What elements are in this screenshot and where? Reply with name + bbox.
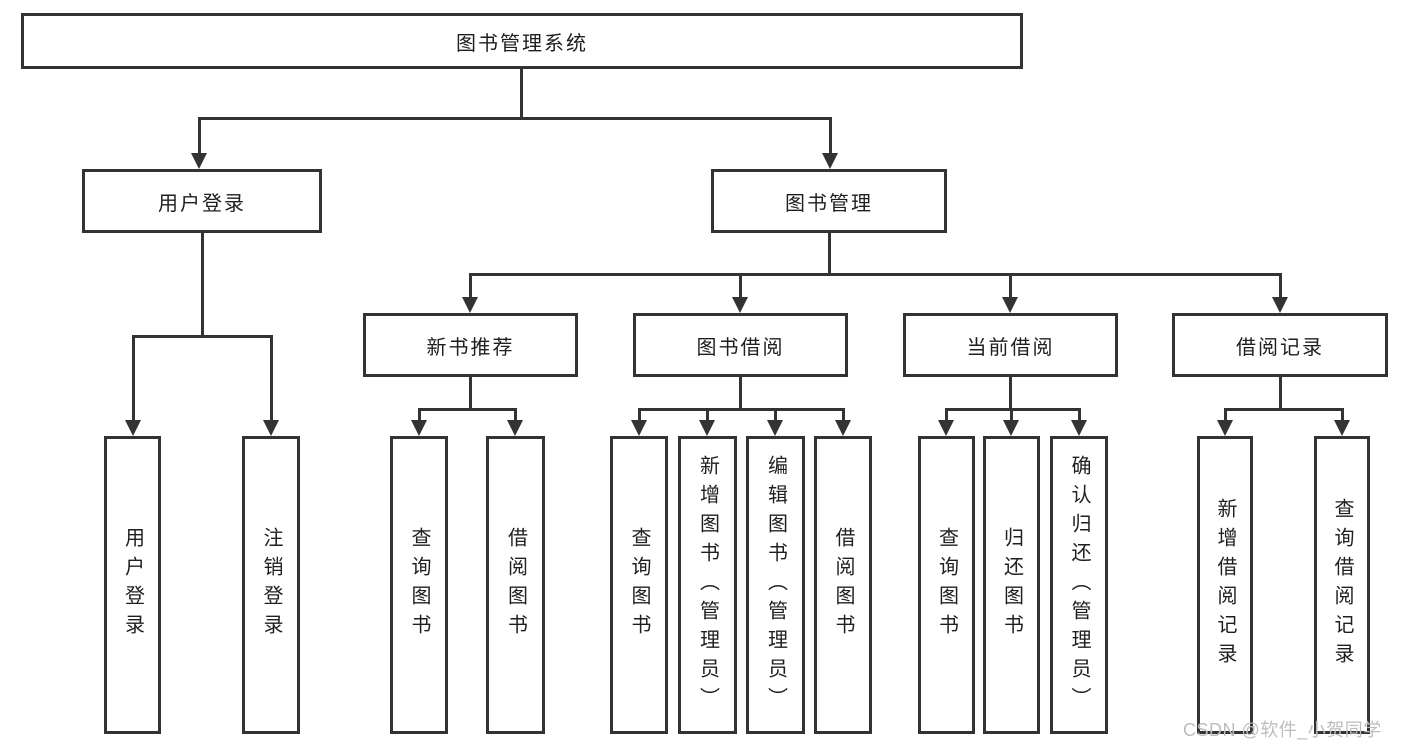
node-new-book-rec-label: 新书推荐	[426, 336, 515, 359]
arrowhead-new-book	[462, 297, 478, 313]
node-user-login-label: 用户登录	[158, 192, 246, 215]
leaf-bb-query-book-label: 查询图书	[628, 527, 650, 643]
arrowhead-bb-leaf4	[835, 420, 851, 436]
leaf-cb-return-book-label: 归还图书	[1000, 527, 1023, 643]
connector-bb-stem	[738, 377, 742, 410]
node-current-borrow-label: 当前借阅	[966, 336, 1055, 359]
connector-nb-stem	[468, 377, 472, 410]
leaf-bb-edit-book: 编辑图书（管理员）	[746, 436, 805, 734]
arrowhead-current-borrow	[1002, 297, 1018, 313]
leaf-cb-query-book-label: 查询图书	[935, 527, 958, 643]
leaf-br-query-record: 查询借阅记录	[1314, 436, 1370, 734]
leaf-cb-return-book: 归还图书	[983, 436, 1040, 734]
connector-bb-rail	[637, 408, 845, 411]
connector-level3-rail	[468, 273, 1282, 276]
connector-bb-leaf3-drop	[773, 408, 777, 422]
connector-user-login-stem	[200, 233, 204, 337]
leaf-nb-query-book-label: 查询图书	[408, 527, 430, 643]
connector-nb-leaf1-drop	[417, 408, 421, 422]
leaf-bb-add-book-label: 新增图书（管理员）	[696, 454, 719, 716]
node-current-borrow: 当前借阅	[903, 313, 1118, 377]
leaf-nb-query-book: 查询图书	[390, 436, 448, 734]
arrowhead-nb-leaf1	[411, 420, 427, 436]
leaf-user-login-label: 用户登录	[121, 527, 144, 643]
node-new-book-rec: 新书推荐	[363, 313, 578, 377]
connector-cb-leaf2-drop	[1009, 408, 1013, 422]
leaf-nb-borrow-book-label: 借阅图书	[504, 527, 527, 643]
connector-nb-leaf2-drop	[513, 408, 517, 422]
leaf-bb-borrow-book: 借阅图书	[814, 436, 872, 734]
csdn-watermark: CSDN @软件_小贺同学	[1183, 720, 1382, 740]
leaf-cb-confirm-return-label: 确认归还（管理员）	[1068, 454, 1090, 716]
arrowhead-cb-leaf3	[1071, 420, 1087, 436]
leaf-bb-query-book: 查询图书	[610, 436, 668, 734]
leaf-bb-borrow-book-label: 借阅图书	[832, 527, 854, 643]
connector-nb-rail	[417, 408, 517, 411]
node-root-label: 图书管理系统	[456, 32, 588, 55]
node-book-borrow: 图书借阅	[633, 313, 848, 377]
arrowhead-br-leaf1	[1217, 420, 1233, 436]
connector-cb-stem	[1008, 377, 1012, 410]
arrowhead-cb-leaf1	[938, 420, 954, 436]
leaf-user-login: 用户登录	[104, 436, 161, 734]
leaf-br-add-record: 新增借阅记录	[1197, 436, 1253, 734]
arrowhead-nb-leaf2	[507, 420, 523, 436]
connector-book-mgmt-stem	[827, 233, 831, 275]
node-book-borrow-label: 图书借阅	[696, 336, 785, 359]
arrowhead-bb-leaf2	[699, 420, 715, 436]
arrowhead-bb-leaf3	[767, 420, 783, 436]
connector-bb-leaf2-drop	[705, 408, 709, 422]
leaf-logout: 注销登录	[242, 436, 300, 734]
connector-user-login-rail	[131, 335, 273, 338]
connector-cb-leaf1-drop	[944, 408, 948, 422]
arrowhead-ul-leaf1	[125, 420, 141, 436]
leaf-cb-confirm-return: 确认归还（管理员）	[1050, 436, 1108, 734]
connector-root-stem	[520, 69, 523, 119]
arrowhead-br-leaf2	[1334, 420, 1350, 436]
connector-user-login-drop	[197, 117, 201, 155]
arrowhead-cb-leaf2	[1003, 420, 1019, 436]
leaf-logout-label: 注销登录	[260, 527, 282, 643]
arrowhead-book-mgmt	[822, 153, 838, 169]
connector-bb-leaf1-drop	[637, 408, 641, 422]
leaf-bb-add-book: 新增图书（管理员）	[678, 436, 737, 734]
connector-br-leaf1-drop	[1223, 408, 1227, 422]
arrowhead-user-login	[191, 153, 207, 169]
leaf-bb-edit-book-label: 编辑图书（管理员）	[764, 454, 787, 716]
connector-cb-rail	[944, 408, 1081, 411]
node-borrow-record-label: 借阅记录	[1236, 336, 1324, 359]
arrowhead-bb-leaf1	[631, 420, 647, 436]
node-book-mgmt-label: 图书管理	[785, 192, 873, 215]
connector-ul-leaf1-drop	[131, 335, 135, 421]
connector-br-rail	[1223, 408, 1344, 411]
node-borrow-record: 借阅记录	[1172, 313, 1388, 377]
leaf-br-add-record-label: 新增借阅记录	[1214, 498, 1236, 672]
connector-level2-rail	[197, 117, 832, 120]
connector-br-stem	[1278, 377, 1282, 410]
node-user-login: 用户登录	[82, 169, 322, 233]
arrowhead-book-borrow	[732, 297, 748, 313]
arrowhead-borrow-record	[1272, 297, 1288, 313]
leaf-cb-query-book: 查询图书	[918, 436, 975, 734]
connector-cb-leaf3-drop	[1077, 408, 1081, 422]
connector-new-book-drop	[468, 273, 472, 299]
connector-ul-leaf2-drop	[269, 335, 273, 421]
connector-bb-leaf4-drop	[841, 408, 845, 422]
leaf-nb-borrow-book: 借阅图书	[486, 436, 545, 734]
connector-book-borrow-drop	[738, 273, 742, 299]
node-root: 图书管理系统	[21, 13, 1023, 69]
connector-book-mgmt-drop	[828, 117, 832, 155]
connector-br-leaf2-drop	[1340, 408, 1344, 422]
node-book-mgmt: 图书管理	[711, 169, 947, 233]
leaf-br-query-record-label: 查询借阅记录	[1331, 498, 1353, 672]
arrowhead-ul-leaf2	[263, 420, 279, 436]
connector-borrow-record-drop	[1278, 273, 1282, 299]
connector-current-borrow-drop	[1008, 273, 1012, 299]
